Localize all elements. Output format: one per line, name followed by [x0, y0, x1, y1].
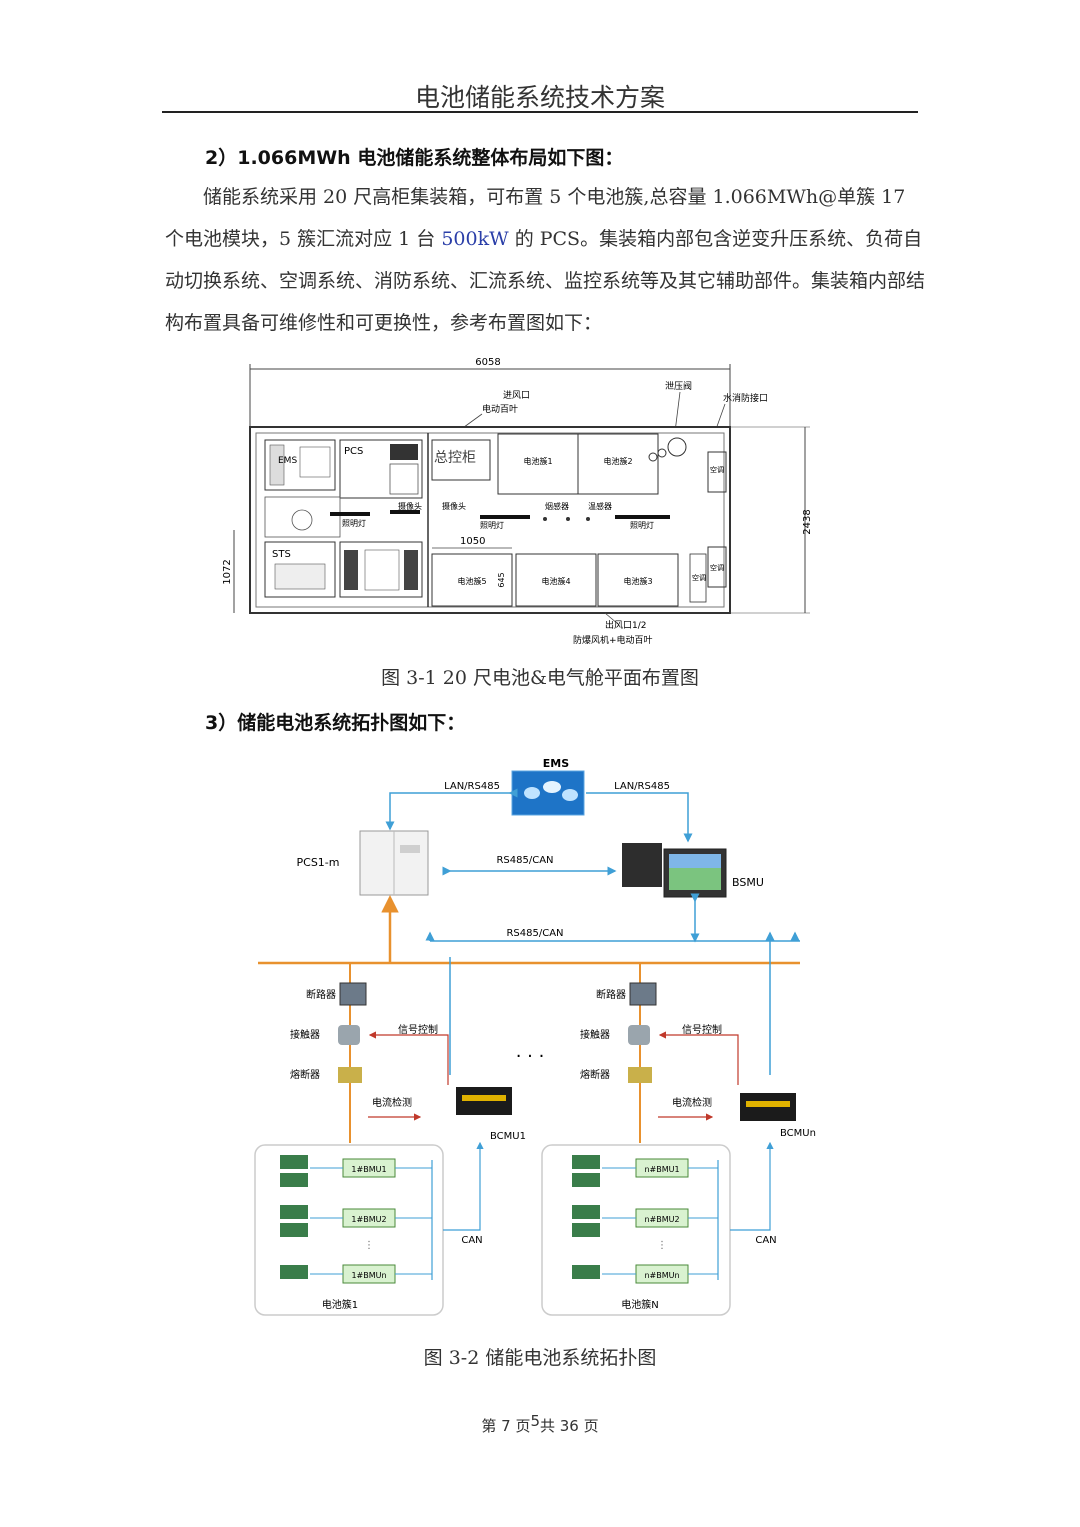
label-cluster3: 电池簇3 [623, 576, 652, 586]
label-outlet: 出风口1/2 [605, 619, 647, 631]
label-bsmu: BSMU [732, 876, 764, 889]
label-ac3: 空调 [692, 573, 706, 582]
dim-inner: 1050 [460, 536, 485, 547]
footer-total: 共 36 页 [540, 1417, 599, 1435]
dim-rack: 645 [497, 572, 506, 587]
figure2-caption: 图 3-2 储能电池系统拓扑图 [423, 1347, 657, 1369]
section2-heading: 2）1.066MWh 电池储能系统整体布局如下图： [205, 147, 624, 169]
label-can-right: CAN [755, 1235, 776, 1246]
label-bcmun: BCMUn [780, 1128, 816, 1139]
label-bmu-n-1: n#BMU1 [644, 1165, 679, 1174]
label-cluster1: 电池簇1 [523, 456, 552, 466]
label-light1: 照明灯 [342, 518, 366, 528]
label-pcs-box: PCS [344, 446, 363, 457]
label-light3: 照明灯 [630, 520, 654, 530]
svg-text:⋮: ⋮ [657, 1240, 667, 1251]
dim-left: 1072 [222, 559, 233, 584]
label-breaker-left: 断路器 [306, 988, 336, 1001]
label-cluster4: 电池簇4 [541, 576, 570, 586]
paragraph-text-2: 的 PCS。集装箱内部包含逆变升压系统、负荷自动切换系统、空调系统、消防系统、汇… [165, 228, 926, 334]
label-contactor-right: 接触器 [580, 1028, 610, 1041]
label-breaker-right: 断路器 [596, 988, 626, 1001]
topology-diagram: EMS LAN/RS485 LAN/RS485 PCS1-m RS485/CAN… [254, 757, 816, 1316]
label-fuse-left: 熔断器 [290, 1068, 320, 1081]
dim-width: 2438 [802, 509, 813, 534]
svg-text:⋮: ⋮ [364, 1240, 374, 1251]
label-lan-right: LAN/RS485 [614, 781, 670, 792]
label-cluster2: 电池簇2 [603, 456, 632, 466]
label-sts-box: STS [272, 549, 291, 560]
label-ac1: 空调 [710, 465, 724, 474]
label-fuse-right: 熔断器 [580, 1068, 610, 1081]
label-lan-left: LAN/RS485 [444, 781, 500, 792]
label-dots: · · · [516, 1046, 545, 1067]
container-layout-diagram: 6058 进风口 电动百叶 泄压阀 水消防接口 2438 1072 EMS PC… [222, 357, 813, 646]
label-sensor1: 烟感器 [545, 501, 569, 511]
fuse-icon [338, 1067, 362, 1083]
dim-length: 6058 [475, 357, 500, 368]
label-ems-box: EMS [278, 456, 297, 466]
label-pcs: PCS1-m [297, 856, 340, 869]
label-cluster5: 电池簇5 [457, 576, 486, 586]
section2-paragraph: 储能系统采用 20 尺高柜集装箱，可布置 5 个电池簇,总容量 1.066MWh… [165, 176, 925, 344]
page-footer: 第 7 页5共 36 页 [0, 1412, 1080, 1436]
label-bmu-1-2: 1#BMU2 [351, 1215, 386, 1224]
label-contactor-left: 接触器 [290, 1028, 320, 1041]
label-bmu-n-2: n#BMU2 [644, 1215, 679, 1224]
label-bmu-1-1: 1#BMU1 [351, 1165, 386, 1174]
label-ac2: 空调 [710, 563, 724, 572]
label-relief: 泄压阀 [665, 380, 692, 392]
label-can-left: CAN [461, 1235, 482, 1246]
label-outlet-sub: 防爆风机+电动百叶 [573, 634, 653, 646]
label-fire-port: 水消防接口 [723, 392, 768, 404]
label-cluster-1: 电池簇1 [322, 1298, 358, 1311]
footer-page: 第 7 页 [481, 1417, 531, 1435]
paragraph-text-1: 储能系统采用 20 尺高柜集装箱，可布置 5 个电池簇,总容量 1.066MWh… [165, 186, 906, 250]
label-bmu-1-n: 1#BMUn [351, 1271, 386, 1280]
label-inlet-sub: 电动百叶 [482, 403, 518, 415]
paragraph-highlight: 500kW [441, 228, 509, 250]
label-rs485-bus: RS485/CAN [506, 928, 563, 939]
contactor-icon [338, 1025, 360, 1045]
footer-overlay: 5 [530, 1412, 540, 1430]
figure1-caption: 图 3-1 20 尺电池&电气舱平面布置图 [381, 667, 699, 689]
label-signal-left: 信号控制 [398, 1023, 438, 1036]
label-camera2: 摄像头 [442, 501, 466, 511]
label-inlet: 进风口 [503, 390, 530, 401]
breaker-icon [339, 982, 367, 1006]
label-bcmu1: BCMU1 [490, 1131, 526, 1142]
bsmu-controller-icon [622, 843, 662, 887]
header-rule [162, 111, 918, 113]
label-ems: EMS [543, 757, 569, 770]
label-camera1: 摄像头 [398, 501, 422, 511]
label-sensor2: 温感器 [588, 501, 612, 511]
label-rs485-top: RS485/CAN [496, 855, 553, 866]
label-signal-right: 信号控制 [682, 1023, 722, 1036]
label-light2: 照明灯 [480, 520, 504, 530]
section3-heading: 3）储能电池系统拓扑图如下： [205, 712, 466, 734]
label-current-left: 电流检测 [372, 1096, 412, 1109]
page-header-title: 电池储能系统技术方案 [414, 83, 665, 112]
label-bmu-n-n: n#BMUn [644, 1271, 679, 1280]
label-current-right: 电流检测 [672, 1096, 712, 1109]
label-cluster-n: 电池簇N [621, 1298, 658, 1311]
label-control-cabinet: 总控柜 [434, 450, 476, 466]
